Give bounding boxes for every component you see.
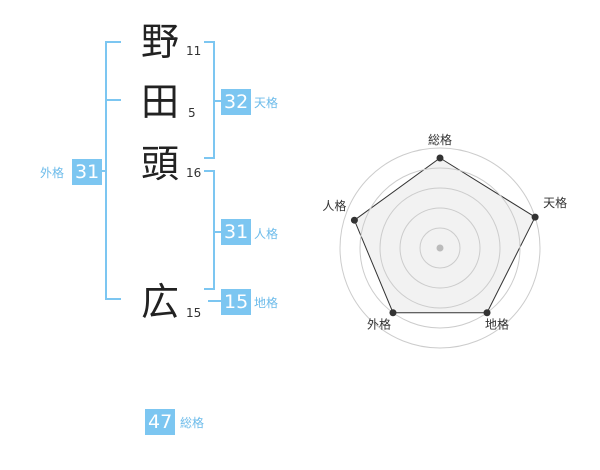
radar-point-0 [436,154,444,162]
jinkaku-bracket [204,170,215,290]
jinkaku-label: 人格 [254,227,279,241]
gaikaku-bracket-tick [105,99,121,101]
radar-ring-3 [379,187,501,309]
name-char-2: 田 [140,80,179,124]
jinkaku-value-badge: 31 [221,219,252,245]
stroke-count-2: 5 [188,106,196,120]
radar-ring-2 [399,207,481,289]
radar-ring-1 [419,227,461,269]
radar-point-3 [389,309,397,317]
radar-axis-label-0: 総格 [428,132,452,147]
radar-axis-label-4: 人格 [322,198,346,213]
soukaku-label: 総格 [180,416,205,430]
radar-center-dot [436,244,444,252]
tenkaku-value-badge: 32 [221,89,252,115]
stroke-count-4: 15 [186,306,202,320]
gaikaku-label: 外格 [40,166,65,180]
chikaku-value-badge: 15 [221,289,252,315]
radar-axis-label-1: 天格 [543,195,567,210]
radar-ring-outer [339,147,541,349]
chikaku-label: 地格 [254,296,279,310]
radar-axis-label-3: 外格 [367,317,391,332]
radar-point-2 [483,309,491,317]
stroke-count-3: 16 [186,166,202,180]
radar-value-polygon [353,157,536,314]
gaikaku-bracket-pointer [100,170,106,172]
radar-grid-rings [339,147,541,349]
radar-point-4 [350,216,358,224]
radar-value-points [350,154,539,317]
stroke-count-1: 11 [186,44,202,58]
tenkaku-label: 天格 [254,96,279,110]
radar-point-1 [531,213,539,221]
radar-inner-rings [359,167,521,329]
chikaku-bracket-pointer [208,300,222,302]
gaikaku-bracket [105,41,121,300]
radar-ring-4 [359,167,521,329]
name-char-3: 頭 [140,142,179,186]
name-char-4: 広 [140,280,179,324]
name-char-1: 野 [140,20,179,64]
radar-axis-label-2: 地格 [485,317,509,332]
tenkaku-bracket-pointer [214,100,222,102]
gaikaku-value-badge: 31 [72,159,103,185]
jinkaku-bracket-pointer [214,231,222,233]
soukaku-value-badge: 47 [145,409,176,435]
